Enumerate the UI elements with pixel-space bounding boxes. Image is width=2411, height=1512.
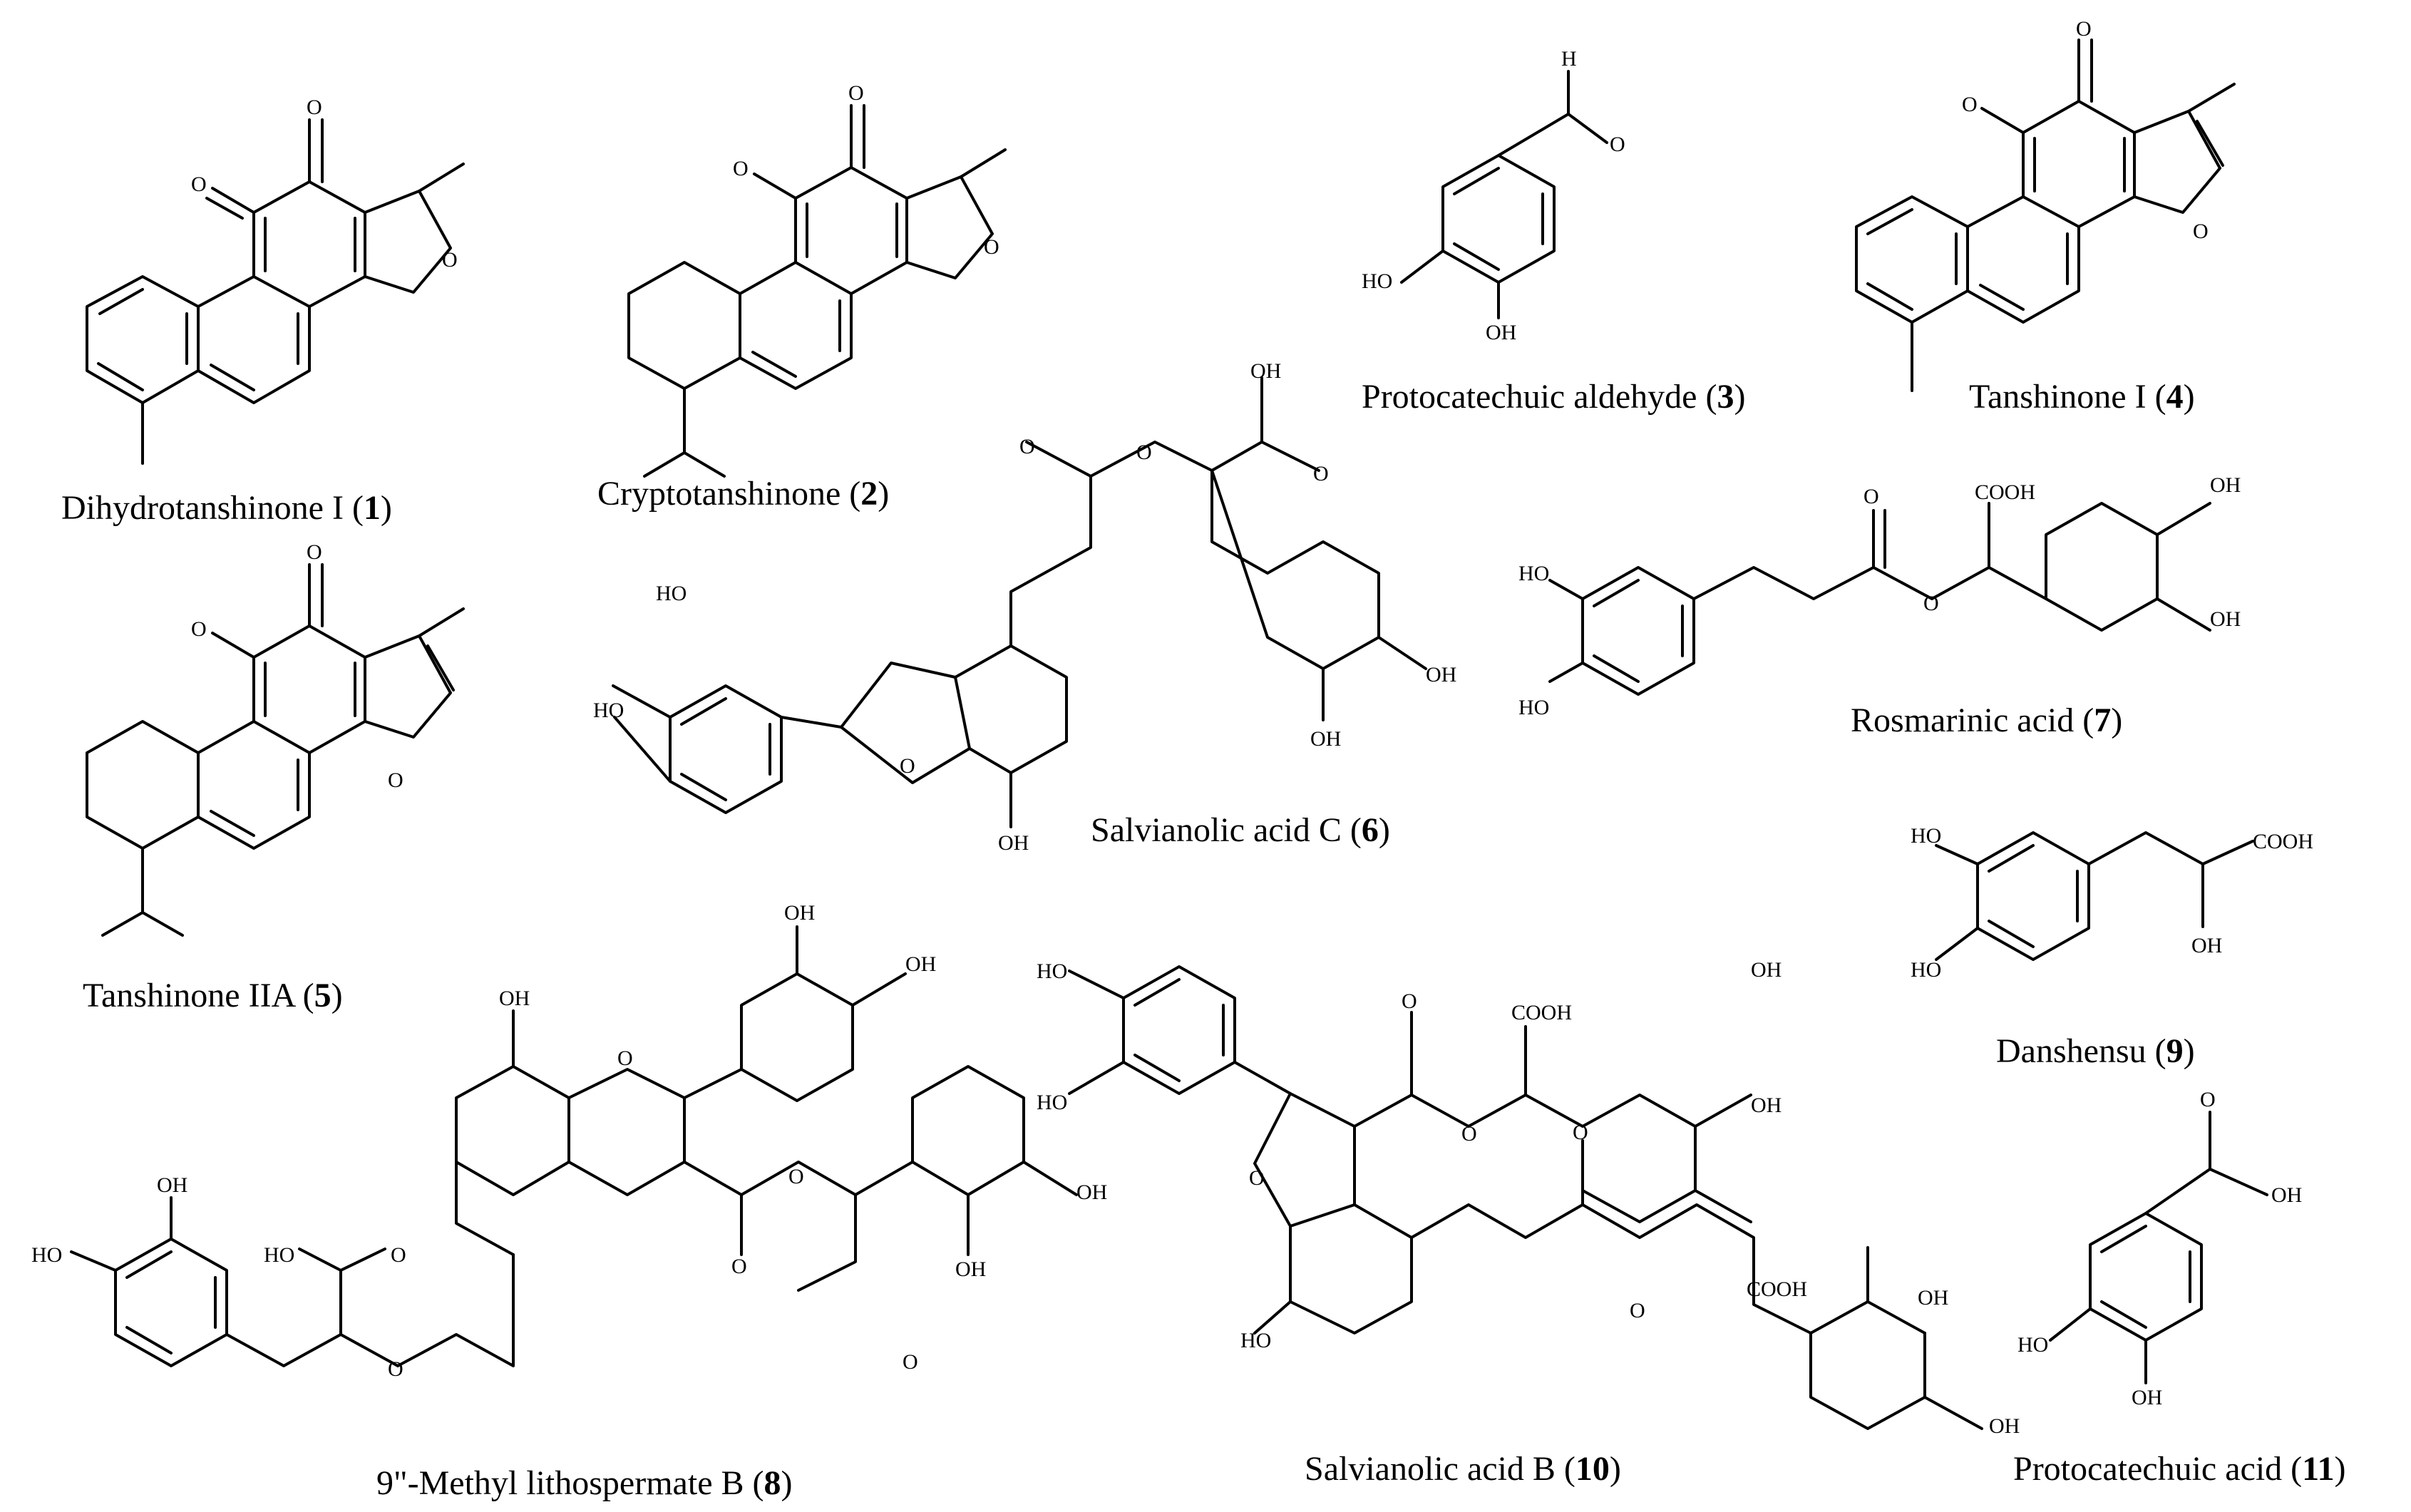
structure-5 [86,563,465,937]
structure-3 [1400,70,1608,319]
atom-H: H [1561,47,1577,71]
structure-7 [1548,502,2211,696]
label-compound-2: Cryptotanshinone (2) [597,475,889,513]
atom-HO: HO [1518,562,1549,585]
label-compound-6: Salvianolic acid C (6) [1091,811,1390,849]
label-compound-3: Protocatechuic aldehyde (3) [1362,378,1745,416]
atom-O: O [191,617,207,641]
atom-O: O [1402,989,1417,1013]
label-compound-1: Dihydrotanshinone I (1) [61,489,392,527]
atom-O: O [900,754,915,778]
atom-O: O [2076,17,2092,41]
compound-labels: Dihydrotanshinone I (1) Cryptotanshinone… [61,378,2345,1502]
atom-O: O [1136,441,1152,464]
atom-O: O [191,173,207,196]
atom-OH: OH [1250,359,1281,383]
atom-OH: OH [499,987,530,1010]
atom-O: O [1962,93,1978,116]
atom-OH: OH [1486,321,1516,344]
atom-OH: OH [157,1173,187,1197]
label-compound-8: 9"-Methyl lithospermate B (8) [376,1464,792,1502]
atom-O: O [2193,220,2209,243]
atom-HO: HO [264,1243,294,1267]
structure-8 [70,925,1078,1367]
atom-O: O [307,96,322,119]
atom-O: O [1863,485,1879,508]
atom-HO: HO [1911,958,1941,982]
atom-O: O [1313,462,1329,485]
atom-OH: OH [2132,1386,2162,1409]
label-compound-5: Tanshinone IIA (5) [83,977,343,1014]
atom-OH: OH [1918,1286,1948,1310]
atom-O: O [617,1046,633,1070]
structure-9 [1935,831,2254,961]
atom-O: O [388,768,403,792]
structure-6 [612,376,1427,828]
atom-O: O [2200,1088,2216,1111]
atom-O: O [442,248,458,272]
atom-COOH: COOH [1975,480,2035,504]
atom-O: O [1461,1122,1477,1146]
atom-O: O [1249,1166,1265,1190]
atom-OH: OH [2191,934,2222,957]
atom-O: O [984,235,999,259]
label-compound-10: Salvianolic acid B (10) [1305,1450,1621,1488]
atom-HO: HO [1911,824,1941,848]
atom-OH: OH [2210,607,2241,631]
atom-OH: OH [1751,1094,1782,1117]
atom-HO: HO [2017,1333,2048,1357]
structure-10 [1068,965,1983,1430]
atom-OH: OH [784,901,815,925]
atom-HO: HO [1362,269,1392,293]
structure-2 [627,104,1007,478]
atom-OH: OH [1310,727,1341,751]
atom-O: O [1923,592,1939,615]
atom-HO: HO [1240,1329,1271,1352]
atom-O: O [848,81,864,105]
atom-OH: OH [998,831,1029,855]
atom-OH: OH [1076,1181,1107,1204]
atom-HO: HO [1037,960,1067,983]
atom-COOH: COOH [1747,1277,1807,1301]
atom-HO: HO [593,699,624,722]
atom-O: O [307,540,322,564]
atom-OH: OH [2210,473,2241,497]
structure-1 [86,118,465,465]
label-compound-9: Danshensu (9) [1996,1032,2195,1070]
atom-O: O [731,1255,747,1278]
structure-11 [2049,1111,2268,1384]
atom-O: O [1019,435,1035,458]
atom-labels: O O O O O O H O HO OH O O O O O O HO HO … [31,17,2313,1438]
atom-HO: HO [1518,696,1549,719]
atom-OH: OH [1989,1414,2020,1438]
structure-4 [1855,38,2236,392]
label-compound-7: Rosmarinic acid (7) [1851,701,2122,739]
atom-O: O [391,1243,406,1267]
atom-O: O [1630,1299,1645,1322]
atom-O: O [903,1350,918,1374]
label-compound-11: Protocatechuic acid (11) [2013,1450,2345,1488]
atom-O: O [733,157,749,180]
atom-HO: HO [31,1243,62,1267]
atom-COOH: COOH [2253,830,2313,853]
atom-O: O [788,1165,804,1188]
atom-HO: HO [1037,1091,1067,1114]
atom-O: O [1573,1121,1588,1144]
label-compound-4: Tanshinone I (4) [1969,378,2195,416]
atom-OH: OH [955,1258,986,1281]
atom-O: O [388,1357,403,1381]
atom-OH: OH [905,952,936,976]
atom-COOH: COOH [1511,1001,1572,1024]
atom-OH: OH [2271,1183,2302,1207]
atom-OH: OH [1426,663,1456,686]
atom-HO: HO [656,582,687,605]
atom-OH: OH [1751,958,1782,982]
atom-O: O [1610,133,1625,156]
